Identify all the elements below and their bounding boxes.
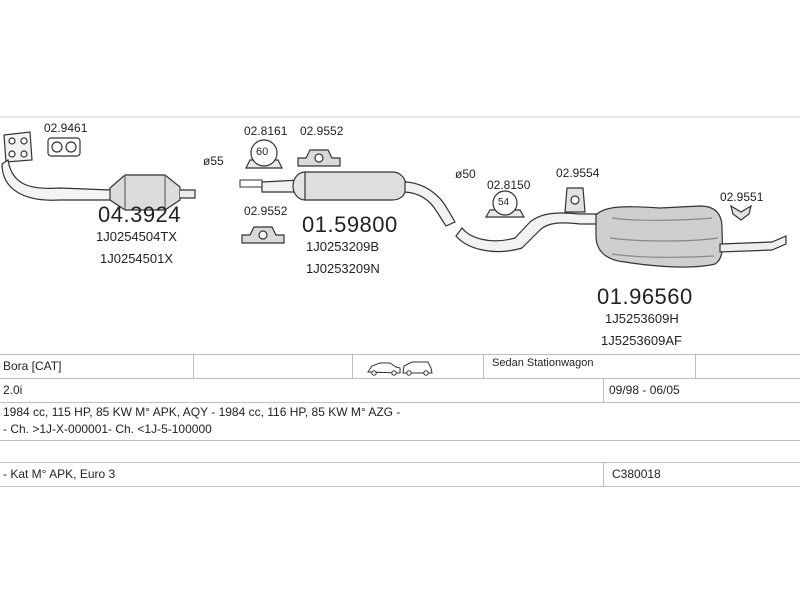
- table-divider: [193, 354, 194, 378]
- rubber-ring-icon: [245, 139, 283, 169]
- chassis-cell: - Ch. >1J-X-000001- Ch. <1J-5-100000: [3, 422, 212, 436]
- rear-silencer: [595, 205, 787, 268]
- middle-silencer: [261, 171, 456, 227]
- catalog-code-cell: C380018: [612, 467, 661, 481]
- ring-ref-label: 02.8161: [244, 124, 288, 138]
- engine-cell: 2.0i: [3, 383, 23, 397]
- rear-pipe: [455, 212, 599, 253]
- rear-ring-icon: [484, 190, 526, 218]
- flange-ref-label: 02.9461: [44, 121, 88, 135]
- rear-hanger-ref-label: 02.9554: [556, 166, 600, 180]
- body-type-cell: Sedan Stationwagon: [492, 357, 594, 369]
- catalyst-oe-number-1: 1J0254504TX: [96, 229, 177, 244]
- tail-hanger-ref-label: 02.9551: [720, 190, 764, 204]
- table-divider: [483, 354, 484, 378]
- catalyst-part-number: 04.3924: [98, 202, 182, 227]
- rear-part-number: 01.96560: [597, 284, 693, 309]
- table-divider: [603, 378, 604, 402]
- catalyst-oe-number-2: 1J0254501X: [100, 251, 174, 266]
- table-line: [0, 440, 800, 441]
- middle-oe-number-1: 1J0253209B: [306, 239, 380, 254]
- diameter-rear-label: ø50: [455, 167, 476, 181]
- rear-ring-size-label: 54: [498, 197, 510, 208]
- diameter-front-label: ø55: [203, 154, 224, 168]
- table-divider: [603, 462, 604, 486]
- tail-hanger-icon: [730, 204, 752, 221]
- rear-ring-ref-label: 02.8150: [487, 178, 531, 192]
- notes-cell: - Kat M° APK, Euro 3: [3, 467, 116, 481]
- rear-hanger-icon: [564, 187, 586, 213]
- front-hanger-ref-label: 02.9552: [300, 124, 344, 138]
- manifold-flange: [3, 131, 33, 163]
- stationwagon-icon: [402, 361, 433, 376]
- hanger-icon-lower: [241, 226, 285, 244]
- table-line: [0, 462, 800, 463]
- sedan-icon: [367, 362, 401, 376]
- table-line: [0, 378, 800, 379]
- period-cell: 09/98 - 06/05: [609, 383, 680, 397]
- rear-oe-number-2: 1J5253609AF: [601, 333, 682, 348]
- table-line: [0, 402, 800, 403]
- middle-part-number: 01.59800: [302, 212, 398, 237]
- table-line: [0, 354, 800, 355]
- middle-oe-number-2: 1J0253209N: [306, 261, 380, 276]
- hanger-icon-front: [297, 149, 341, 167]
- rear-oe-number-1: 1J5253609H: [605, 311, 679, 326]
- table-divider: [352, 354, 353, 378]
- catalyst-body: [109, 174, 196, 211]
- table-divider: [695, 354, 696, 378]
- engine-codes-cell: 1984 cc, 115 HP, 85 KW M° APK, AQY - 198…: [3, 405, 401, 419]
- gasket-icon: [47, 137, 81, 157]
- model-cell: Bora [CAT]: [3, 359, 62, 373]
- lower-hanger-ref-label: 02.9552: [244, 204, 288, 218]
- table-line: [0, 486, 800, 487]
- ring-size-label: 60: [256, 146, 269, 158]
- diameter-marker-front: [239, 179, 263, 188]
- front-pipe: [1, 158, 113, 201]
